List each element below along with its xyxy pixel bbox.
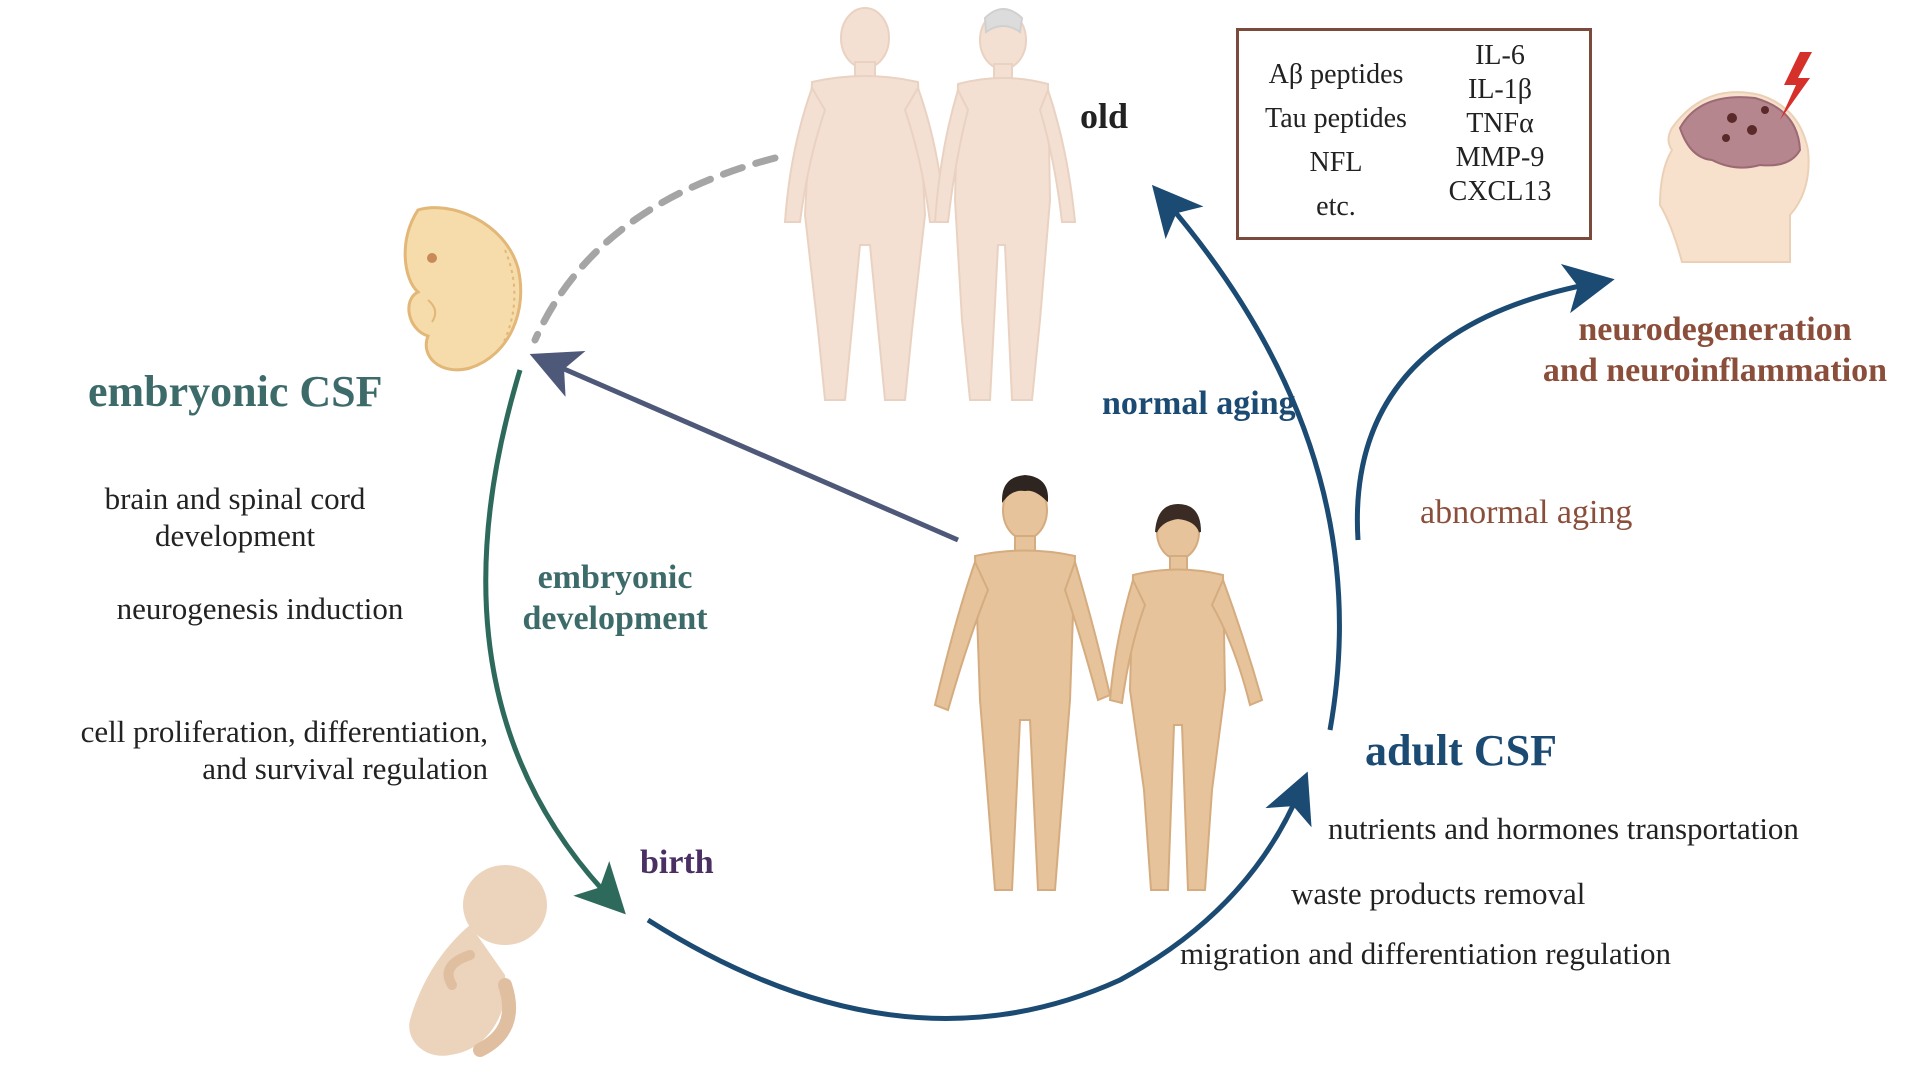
fetus-icon xyxy=(409,865,547,1057)
old-label: old xyxy=(1080,96,1129,136)
neurodegeneration-label: neurodegeneration and neuroinflammation xyxy=(1530,310,1900,392)
biomarker-right-2: IL-1β xyxy=(1468,74,1532,105)
biomarker-right-4: MMP-9 xyxy=(1455,142,1545,173)
embryonic-development-line-1: embryonic xyxy=(537,559,693,596)
outcome-line-1: neurodegeneration xyxy=(1578,311,1852,348)
embryonic-csf-label: embryonic CSF xyxy=(88,367,383,416)
embryonic-development-arrow xyxy=(483,369,626,915)
biomarker-left-4: etc. xyxy=(1316,191,1356,222)
birth-label: birth xyxy=(640,844,714,881)
embryonic-function-1-line-2: development xyxy=(154,518,316,554)
normal-aging-arrow xyxy=(1151,184,1342,731)
embryonic-development-label: embryonic development xyxy=(510,558,720,640)
normal-aging-label: normal aging xyxy=(1102,385,1296,422)
embryonic-function-3-line-1: cell proliferation, differentiation, xyxy=(80,714,488,749)
birth-to-adult-arrow xyxy=(646,771,1312,1021)
embryonic-development-line-2: development xyxy=(522,599,708,637)
adult-function-1: nutrients and hormones transportation xyxy=(1328,811,1799,846)
embryonic-function-1-line-1: brain and spinal cord xyxy=(104,481,366,516)
biomarker-left-3: NFL xyxy=(1309,147,1363,178)
embryonic-function-3: cell proliferation, differentiation, and… xyxy=(0,713,488,787)
biomarker-box: Aβ peptides Tau peptides NFL etc. IL-6 I… xyxy=(1236,28,1592,240)
biomarker-left-1: Aβ peptides xyxy=(1268,59,1404,90)
embryo-icon xyxy=(403,206,523,372)
outcome-line-2: and neuroinflammation xyxy=(1542,351,1888,389)
biomarker-right-column: IL-6 IL-1β TNFα MMP-9 CXCL13 xyxy=(1425,39,1575,209)
abnormal-aging-label: abnormal aging xyxy=(1420,494,1633,531)
head-brain-icon xyxy=(1658,52,1812,263)
abnormal-aging-arrow xyxy=(1354,263,1615,541)
elderly-couple-illustration xyxy=(783,7,1077,401)
biomarker-left-2: Tau peptides xyxy=(1265,103,1407,134)
adult-to-embryonic-arrow xyxy=(529,351,959,543)
adult-function-2: waste products removal xyxy=(1291,876,1586,911)
biomarker-right-5: CXCL13 xyxy=(1448,176,1552,207)
biomarker-right-1: IL-6 xyxy=(1475,40,1525,71)
embryonic-function-2: neurogenesis induction xyxy=(116,591,404,626)
adult-csf-label: adult CSF xyxy=(1365,726,1557,775)
adult-function-3: migration and differentiation regulation xyxy=(1180,936,1671,971)
dashed-return-arc xyxy=(531,154,779,344)
biomarker-left-column: Aβ peptides Tau peptides NFL etc. xyxy=(1251,57,1421,225)
embryonic-function-1: brain and spinal cord development xyxy=(70,480,400,554)
adult-couple-illustration xyxy=(933,474,1264,891)
biomarker-right-3: TNFα xyxy=(1466,108,1534,139)
embryonic-function-3-line-2: and survival regulation xyxy=(202,751,488,787)
